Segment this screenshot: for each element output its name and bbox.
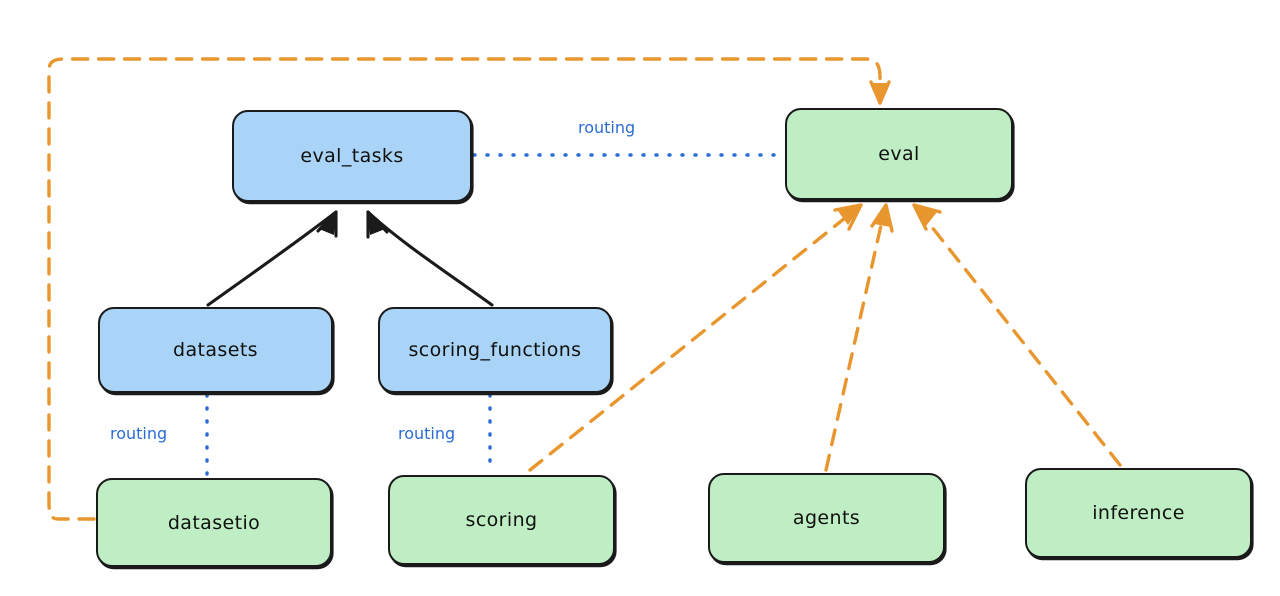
edge-scoring-functions-to-eval-tasks	[366, 210, 494, 307]
node-agents[interactable]: agents	[708, 473, 945, 563]
node-label: agents	[792, 507, 861, 529]
node-label: eval	[878, 143, 920, 165]
node-label: eval_tasks	[300, 145, 404, 167]
node-datasets[interactable]: datasets	[98, 307, 333, 393]
node-label: datasetio	[167, 511, 261, 534]
node-eval-tasks[interactable]: eval_tasks	[232, 110, 472, 202]
node-label: inference	[1092, 502, 1185, 524]
node-inference[interactable]: inference	[1025, 468, 1252, 558]
node-scoring-functions[interactable]: scoring_functions	[378, 307, 612, 393]
node-label: scoring_functions	[408, 339, 582, 361]
edge-label-routing-scoring-functions: routing	[398, 424, 456, 443]
edge-label-routing-datasets: routing	[110, 424, 168, 443]
edge-label-routing-eval-tasks: routing	[578, 118, 636, 137]
node-label: scoring	[465, 509, 538, 531]
edge-inference-to-eval	[912, 203, 1122, 467]
node-scoring[interactable]: scoring	[388, 475, 615, 565]
node-label: datasets	[173, 339, 258, 361]
node-eval[interactable]: eval	[785, 108, 1013, 200]
edge-agents-to-eval	[824, 203, 894, 472]
node-datasetio[interactable]: datasetio	[96, 478, 332, 567]
edge-datasets-to-eval-tasks	[206, 210, 338, 307]
